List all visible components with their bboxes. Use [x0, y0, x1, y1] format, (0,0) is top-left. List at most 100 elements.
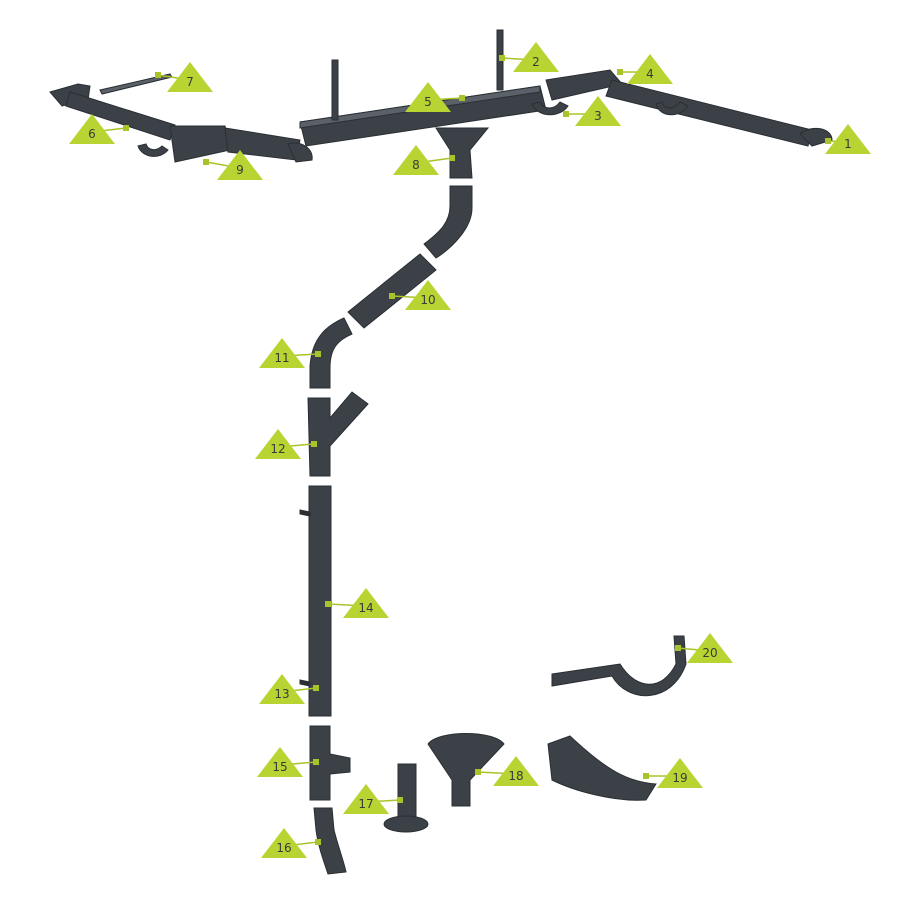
callout-anchor-square — [475, 769, 481, 775]
gutter-end-left-2 — [287, 142, 313, 163]
callout-1: 1 — [825, 124, 871, 154]
callout-number: 6 — [88, 127, 96, 141]
callout-triangle — [687, 633, 733, 663]
callout-anchor-square — [155, 72, 161, 78]
callout-triangle — [257, 747, 303, 777]
callout-triangle — [657, 758, 703, 788]
callout-triangle — [575, 96, 621, 126]
callout-number: 16 — [276, 841, 291, 855]
gutter-bracket-9 — [137, 143, 169, 157]
callout-6: 6 — [69, 114, 129, 144]
callout-8: 8 — [393, 145, 455, 175]
callout-anchor-square — [563, 111, 569, 117]
downpipe-branch — [307, 391, 369, 477]
callout-triangle — [261, 828, 307, 858]
pipe-clip — [299, 509, 311, 517]
callout-anchor-square — [123, 125, 129, 131]
callout-anchor-square — [825, 138, 831, 144]
gutter-corner-left — [169, 125, 231, 163]
pipe-clip-lower — [299, 679, 311, 687]
callout-triangle — [405, 280, 451, 310]
callout-19: 19 — [643, 758, 703, 788]
callout-anchor-square — [313, 685, 319, 691]
leaf-guard — [547, 735, 657, 801]
callout-number: 9 — [236, 163, 244, 177]
callout-4: 4 — [617, 54, 673, 84]
callout-number: 14 — [358, 601, 373, 615]
callout-anchor-square — [397, 797, 403, 803]
gutter-parts — [49, 29, 833, 875]
gutter-bracket-3 — [531, 101, 569, 116]
callout-number: 13 — [274, 687, 289, 701]
callout-triangle — [167, 62, 213, 92]
callout-triangle — [217, 150, 263, 180]
callout-triangle — [405, 82, 451, 112]
callout-number: 18 — [508, 769, 523, 783]
callout-anchor-square — [459, 95, 465, 101]
callout-anchor-square — [643, 773, 649, 779]
callout-number: 11 — [274, 351, 289, 365]
callout-anchor-square — [389, 293, 395, 299]
downpipe-elbow-11 — [309, 317, 353, 389]
callout-anchor-square — [311, 441, 317, 447]
hanger-rod-left — [331, 59, 339, 121]
gutter-bracket-right — [655, 101, 689, 116]
callout-anchor-square — [675, 645, 681, 651]
callout-anchor-square — [499, 55, 505, 61]
callout-2: 2 — [499, 42, 559, 72]
callout-number: 7 — [186, 75, 194, 89]
callout-triangle — [393, 145, 439, 175]
standpipe-flange — [383, 815, 429, 833]
callout-5: 5 — [405, 82, 465, 112]
downpipe-diverter — [309, 725, 351, 801]
callout-number: 8 — [412, 158, 420, 172]
gutter-outlet — [435, 127, 490, 179]
downpipe-elbow-top — [423, 185, 473, 259]
callout-16: 16 — [261, 828, 321, 858]
callout-number: 1 — [844, 137, 852, 151]
callout-number: 2 — [532, 55, 540, 69]
callout-triangle — [627, 54, 673, 84]
callout-triangle — [343, 784, 389, 814]
gutter-hook-left — [99, 73, 173, 95]
callout-triangle — [493, 756, 539, 786]
callout-13: 13 — [259, 674, 319, 704]
callout-number: 10 — [420, 293, 435, 307]
callout-7: 7 — [155, 62, 213, 92]
callout-triangle — [825, 124, 871, 154]
callout-anchor-square — [315, 351, 321, 357]
callout-18: 18 — [475, 756, 539, 786]
callout-anchor-square — [449, 155, 455, 161]
gutter-run-left — [65, 91, 176, 141]
callout-20: 20 — [675, 633, 733, 663]
callout-anchor-square — [203, 159, 209, 165]
callout-triangle — [343, 588, 389, 618]
callout-17: 17 — [343, 784, 403, 814]
callout-number: 5 — [424, 95, 432, 109]
callout-anchor-square — [313, 759, 319, 765]
gutter-end-cap-right — [799, 127, 833, 147]
gutter-run-right — [605, 79, 813, 147]
callout-triangle — [69, 114, 115, 144]
callout-number: 15 — [272, 760, 287, 774]
callout-number: 4 — [646, 67, 654, 81]
callout-number: 20 — [702, 646, 717, 660]
gutter-hook-bracket — [551, 635, 687, 697]
callout-11: 11 — [259, 338, 321, 368]
callout-number: 17 — [358, 797, 373, 811]
callout-anchor-square — [325, 601, 331, 607]
downpipe-offset-pipe — [347, 253, 437, 329]
callout-14: 14 — [325, 588, 389, 618]
rain-funnel — [427, 733, 505, 807]
callout-triangle — [259, 338, 305, 368]
callout-number: 19 — [672, 771, 687, 785]
callout-triangle — [255, 429, 301, 459]
standpipe — [397, 763, 417, 819]
callout-number: 12 — [270, 442, 285, 456]
callout-12: 12 — [255, 429, 317, 459]
callout-anchor-square — [315, 839, 321, 845]
callout-3: 3 — [563, 96, 621, 126]
callout-triangle — [259, 674, 305, 704]
